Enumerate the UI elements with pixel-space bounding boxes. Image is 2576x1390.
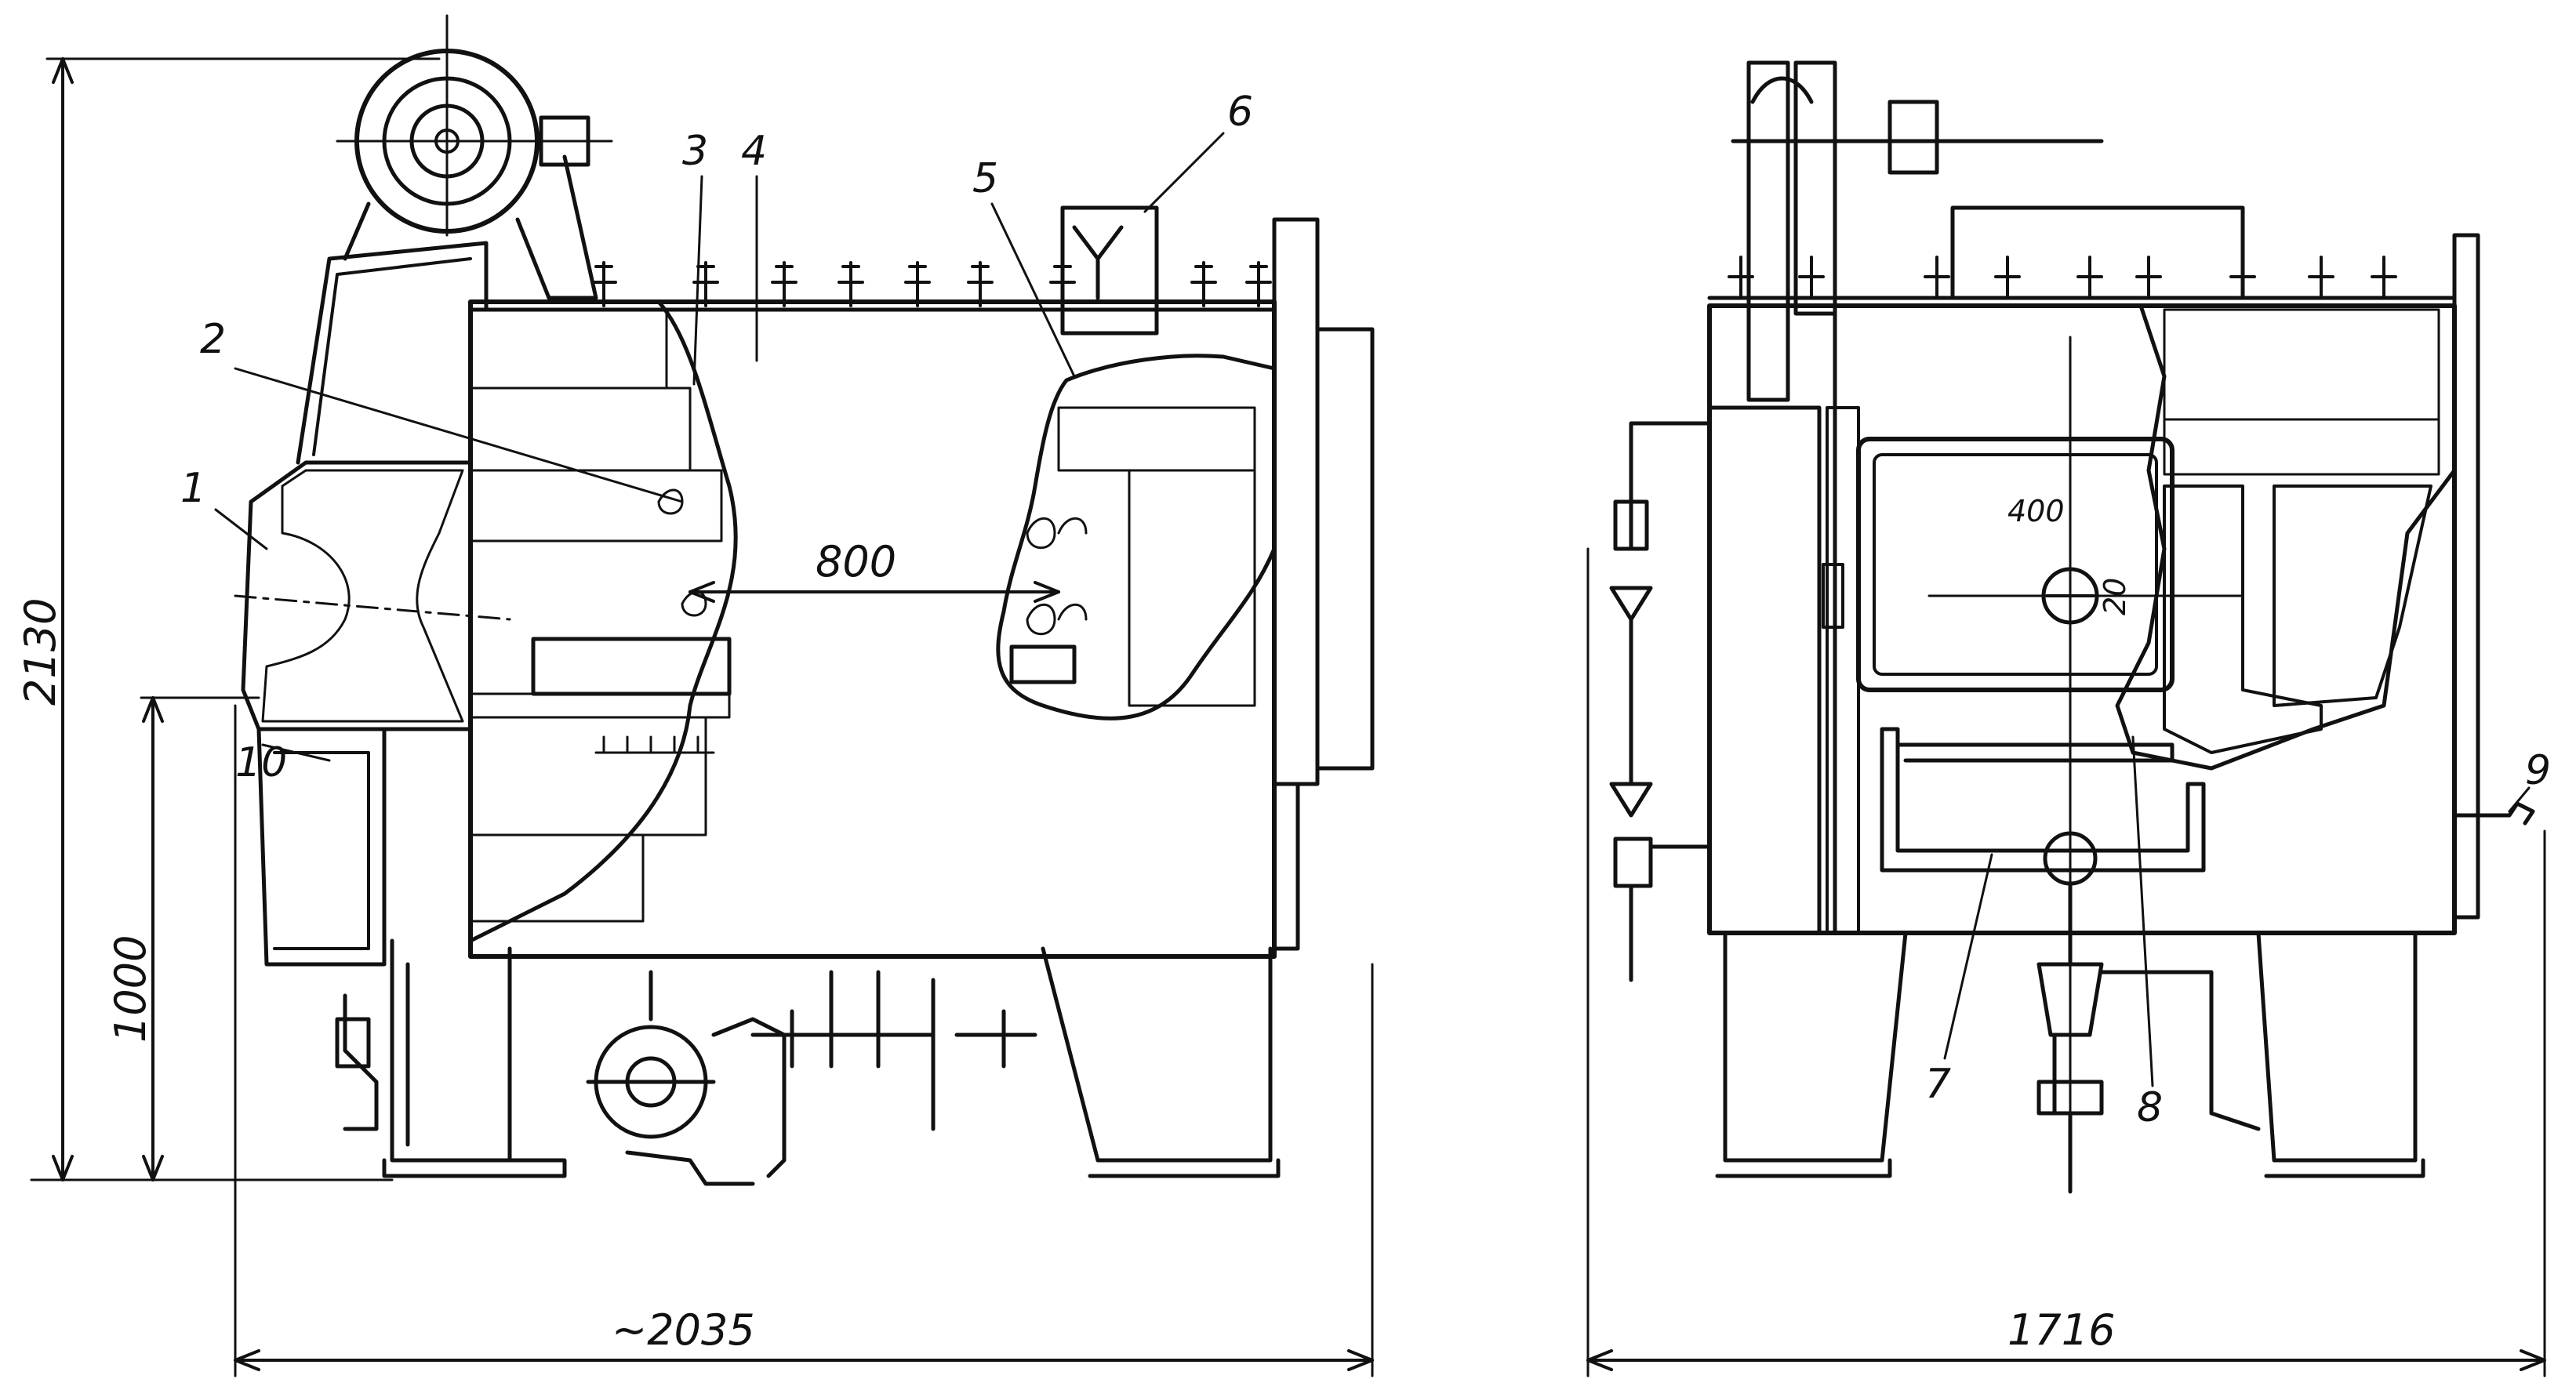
small-dim-label: 20 xyxy=(2098,578,2132,615)
piping-side xyxy=(335,970,1037,1186)
left-fittings xyxy=(1609,421,1712,982)
front-view: 400 20 xyxy=(1586,60,2551,1377)
door-opening-label: 400 xyxy=(2007,494,2065,528)
top-studs-side xyxy=(590,261,1272,307)
callout-1: 1 xyxy=(180,465,206,512)
blower-fan xyxy=(336,14,613,300)
boiler-body-side xyxy=(468,299,1277,959)
side-callouts: 1 2 3 4 5 6 10 xyxy=(180,89,1253,786)
callout-7: 7 xyxy=(1925,1061,1951,1108)
callout-6: 6 xyxy=(1227,89,1253,136)
overall-height-label: 2130 xyxy=(16,598,65,706)
overall-length-label: ~2035 xyxy=(612,1305,755,1355)
piping-front xyxy=(1880,727,2261,1194)
width-dimension: 1716 xyxy=(1586,547,2546,1377)
refractory-upper xyxy=(469,308,668,390)
callout-2: 2 xyxy=(200,316,226,363)
burner-tube xyxy=(531,637,732,696)
length-dimension: ~2035 xyxy=(234,704,1374,1377)
callout-9: 9 xyxy=(2525,747,2551,794)
inspection-door: 400 20 xyxy=(1822,336,2244,1146)
callout-3: 3 xyxy=(682,128,708,175)
side-view: 800 2130 1000 ~2035 1 xyxy=(16,14,1375,1377)
furnace-section xyxy=(468,299,738,943)
support-legs-front xyxy=(1715,931,2425,1178)
height-dimension: 2130 xyxy=(16,57,441,1181)
burner-housing xyxy=(241,460,473,731)
chamber-dimension: 800 xyxy=(689,537,1060,603)
callout-4: 4 xyxy=(741,128,767,175)
callout-8: 8 xyxy=(2137,1084,2163,1131)
axis-height-dimension: 1000 xyxy=(106,696,260,1181)
belt-drive xyxy=(1731,60,2104,935)
rear-section xyxy=(996,354,1277,720)
callout-10: 10 xyxy=(235,739,287,786)
front-callouts: 7 8 9 xyxy=(1925,735,2551,1131)
top-studs-front xyxy=(1728,256,2397,298)
chamber-length-label: 800 xyxy=(816,537,896,586)
overall-width-label: 1716 xyxy=(2007,1305,2115,1355)
support-legs-side xyxy=(382,938,1281,1178)
flue-fitting xyxy=(1060,205,1159,336)
axis-height-label: 1000 xyxy=(106,935,155,1043)
callout-5: 5 xyxy=(972,155,998,202)
